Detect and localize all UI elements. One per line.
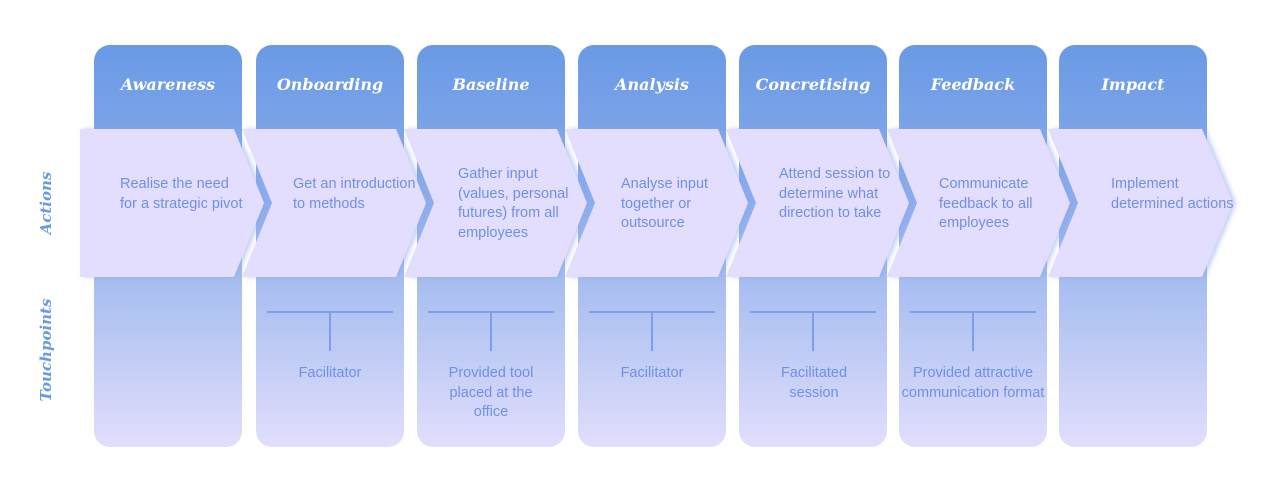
action-text: Communicate feedback to all employees [939,176,1033,231]
stage-title: Awareness [120,75,216,94]
stage-title: Onboarding [276,75,384,94]
action-text: Get an introduction to methods [293,176,416,212]
action-text: Gather input (values, personal futures) … [458,166,569,241]
chevron-feedback [887,129,1070,277]
chevron-awareness [80,129,264,277]
row-label-touchpoints: Touchpoints [37,298,55,402]
touchpoint-connector [750,311,876,351]
chevron-baseline [404,129,587,277]
touchpoint-connector [267,311,393,351]
row-label-actions: Actions [37,171,55,235]
stage-title: Analysis [615,75,689,94]
touchpoint-text: Provided attractive communication format [901,365,1045,401]
chevron-onboarding [242,129,426,277]
action-text: Analyse input together or outsource [621,176,709,231]
action-text: Implement determined actions [1111,176,1234,212]
touchpoint-text: Provided tool placed at the office [448,365,534,420]
touchpoint-text: Facilitator [620,365,684,381]
stage-title: Concretising [755,75,871,94]
stage-title: Feedback [930,75,1016,94]
touchpoint-connector [589,311,715,351]
touchpoint-connector [428,311,554,351]
action-text: Realise the need for a strategic pivot [120,176,243,212]
touchpoint-text: Facilitated session [780,365,848,401]
stage-title: Impact [1101,75,1165,94]
chevron-impact [1048,129,1233,277]
stage-title: Baseline [452,75,530,94]
chevron-analysis [565,129,748,277]
chevron-concretising [726,129,909,277]
touchpoint-connector [910,311,1036,351]
touchpoint-text: Facilitator [298,365,362,381]
action-text: Attend session to determine what directi… [779,166,891,221]
